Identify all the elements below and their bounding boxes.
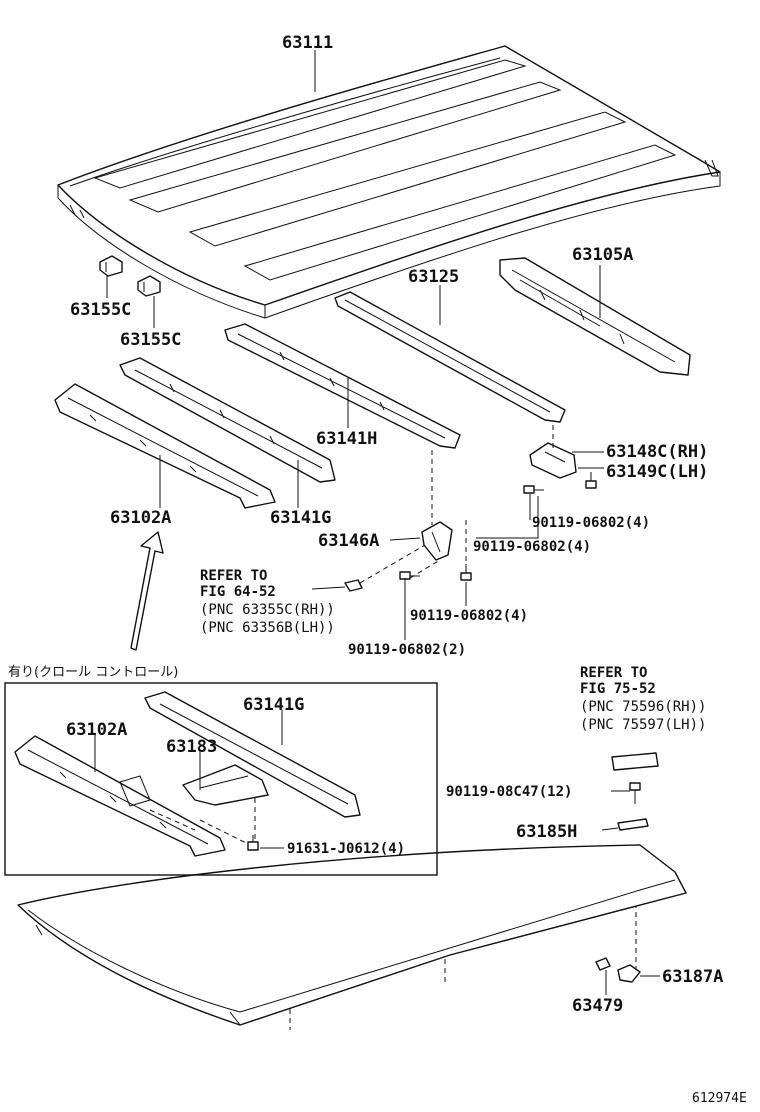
inset-label-63102a: 63102A [66, 720, 127, 740]
clip-63155c-b [137, 275, 161, 297]
refer-right-line1: REFER TO [580, 665, 647, 681]
label-63141h: 63141H [316, 429, 377, 449]
leader-lines [106, 50, 660, 995]
bolt-icon [629, 782, 641, 804]
roof-panel-63111 [57, 45, 721, 319]
label-63185h: 63185H [516, 822, 577, 842]
inset-box [4, 682, 438, 876]
refer-right-line4: (PNC 75597(LH)) [580, 717, 706, 733]
clip-63479 [595, 957, 611, 971]
arrow-icon [130, 531, 164, 651]
label-63141g: 63141G [270, 508, 331, 528]
bracket-63187a [617, 964, 641, 983]
figure-code: 612974E [692, 1091, 747, 1106]
label-63111: 63111 [282, 33, 333, 53]
label-90119-06802-4c: 90119-06802(4) [410, 608, 528, 624]
rear-header-63105a [499, 257, 691, 376]
refer-right-line2: FIG 75-52 [580, 681, 656, 697]
roof-bow-63125 [334, 291, 566, 423]
label-90119-06802-2: 90119-06802(2) [348, 642, 466, 658]
bolt-icon [523, 485, 544, 494]
label-63125: 63125 [408, 267, 459, 287]
label-63102a: 63102A [110, 508, 171, 528]
inset-label-63183: 63183 [166, 737, 217, 757]
label-63155c-a: 63155C [70, 300, 131, 320]
strip-63185h [617, 818, 649, 831]
label-63148c: 63148C(RH) [606, 442, 708, 462]
bolt-icon [585, 472, 597, 489]
label-90119-06802-4b: 90119-06802(4) [473, 539, 591, 555]
label-63105a: 63105A [572, 245, 633, 265]
bracket-63146a [421, 521, 453, 561]
bracket-63148c [529, 442, 577, 479]
bolt-icon [460, 564, 472, 581]
label-90119-08c47: 90119-08C47(12) [446, 784, 572, 800]
lower-roof-panel [17, 844, 687, 1026]
label-90119-06802-4a: 90119-06802(4) [532, 515, 650, 531]
inset-caption: 有り(クロール コントロール) [8, 665, 178, 680]
front-header-63102a [54, 383, 276, 509]
label-63155c-b: 63155C [120, 330, 181, 350]
label-63146a: 63146A [318, 531, 379, 551]
label-63187a: 63187A [662, 967, 723, 987]
refer-left-line1: REFER TO [200, 568, 267, 584]
inset-label-63141g: 63141G [243, 695, 304, 715]
refer-left-line2: FIG 64-52 [200, 584, 276, 600]
refer-right-line3: (PNC 75596(RH)) [580, 699, 706, 715]
refer-left-line4: (PNC 63356B(LH)) [200, 620, 335, 636]
inset-label-91631: 91631-J0612(4) [287, 841, 405, 857]
clip-icon [344, 579, 363, 592]
label-63149c: 63149C(LH) [606, 462, 708, 482]
clip-63155c-a [99, 255, 123, 277]
roof-bow-63141h [224, 323, 461, 449]
roof-bow-63141g [119, 357, 336, 483]
label-63479: 63479 [572, 996, 623, 1016]
clip-icon [611, 752, 659, 771]
refer-left-line3: (PNC 63355C(RH)) [200, 602, 335, 618]
